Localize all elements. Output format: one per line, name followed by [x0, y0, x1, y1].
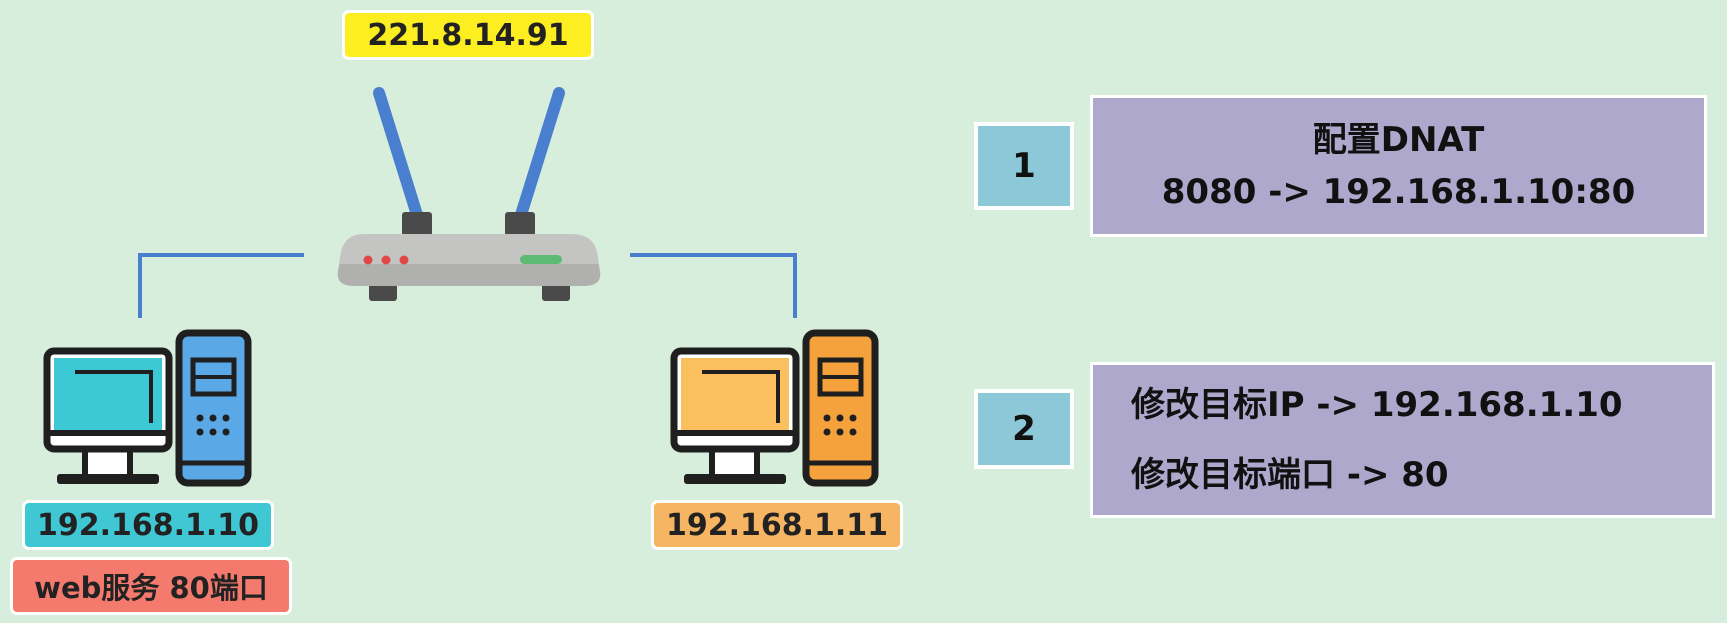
step-1-line-1: 配置DNAT	[1312, 120, 1485, 160]
host-b-computer-icon	[670, 329, 879, 487]
router-ip-label: 221.8.14.91	[342, 10, 594, 60]
host-a-ip-label: 192.168.1.10	[22, 500, 274, 550]
step-2-line-2: 修改目标端口 -> 80	[1131, 455, 1449, 495]
step-2-description: 修改目标IP -> 192.168.1.10 修改目标端口 -> 80	[1090, 362, 1715, 518]
step-2-line-1: 修改目标IP -> 192.168.1.10	[1131, 385, 1623, 425]
host-a-computer-icon	[43, 329, 252, 487]
step-1-description: 配置DNAT 8080 -> 192.168.1.10:80	[1090, 95, 1707, 237]
host-b-ip-label: 192.168.1.11	[651, 500, 903, 550]
router-icon	[337, 87, 601, 301]
step-1-number-badge: 1	[974, 122, 1074, 210]
step-1-line-2: 8080 -> 192.168.1.10:80	[1161, 172, 1636, 212]
link-router-to-host-a	[138, 253, 304, 318]
host-a-service-label: web服务 80端口	[10, 557, 292, 615]
step-2-number-badge: 2	[974, 389, 1074, 469]
link-router-to-host-b	[630, 253, 797, 318]
